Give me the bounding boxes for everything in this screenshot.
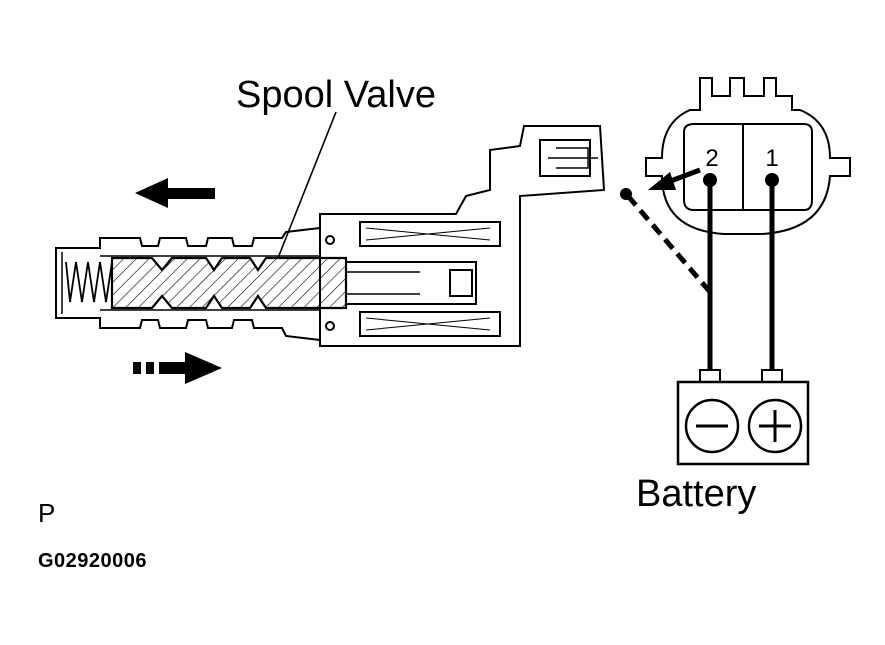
pin-2-label: 2 (705, 145, 718, 172)
pin-1-label: 1 (765, 145, 778, 172)
minus-icon (684, 398, 740, 454)
solenoid-housing (319, 125, 606, 347)
battery-label: Battery (636, 473, 757, 515)
ground-dashed-wire (620, 188, 712, 294)
wires (707, 180, 775, 376)
spool-valve-leader (277, 111, 337, 259)
figure-code: G02920006 (38, 550, 148, 572)
battery (676, 369, 810, 466)
connector (645, 77, 851, 235)
spool (110, 256, 348, 310)
spring (65, 261, 113, 303)
arrow-right-dashed-icon (133, 352, 222, 384)
plus-icon (747, 398, 803, 454)
connector-arrow-icon (648, 167, 701, 190)
spool-valve-label: Spool Valve (236, 74, 436, 116)
arrow-left-icon (135, 178, 215, 208)
page-marker: P (38, 498, 56, 528)
